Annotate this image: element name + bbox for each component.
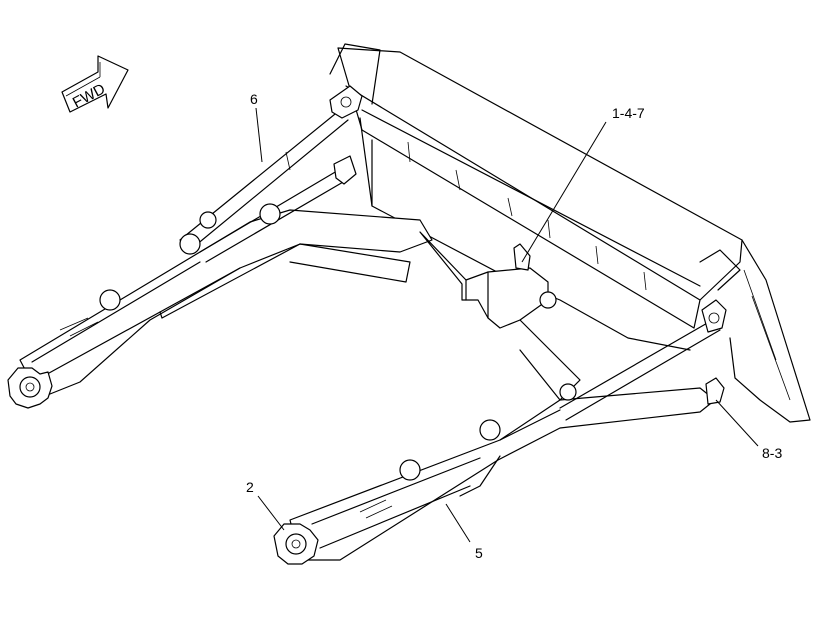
leader-callout-5 xyxy=(445,503,471,543)
leader-callout-2 xyxy=(257,495,285,531)
brace-right xyxy=(499,299,727,441)
callout-label-2: 2 xyxy=(246,479,254,495)
callout-label-6: 6 xyxy=(250,91,258,107)
fwd-arrow-icon: FWD xyxy=(61,55,129,113)
leader-lines xyxy=(255,107,759,543)
trunnion-right xyxy=(273,523,319,565)
push-arm-right xyxy=(289,387,716,561)
callout-label-5: 5 xyxy=(475,545,483,561)
leader-callout-6 xyxy=(255,107,263,163)
blade xyxy=(329,43,811,423)
trunnion-left xyxy=(7,367,53,409)
brace-left xyxy=(179,85,363,263)
callout-label-1-4-7: 1-4-7 xyxy=(612,105,645,121)
cross-member xyxy=(419,231,581,401)
leader-callout-1-4-7 xyxy=(521,121,607,263)
callout-label-8-3: 8-3 xyxy=(762,445,782,461)
leader-callout-8-3 xyxy=(715,399,759,447)
push-arm-left xyxy=(19,209,433,399)
